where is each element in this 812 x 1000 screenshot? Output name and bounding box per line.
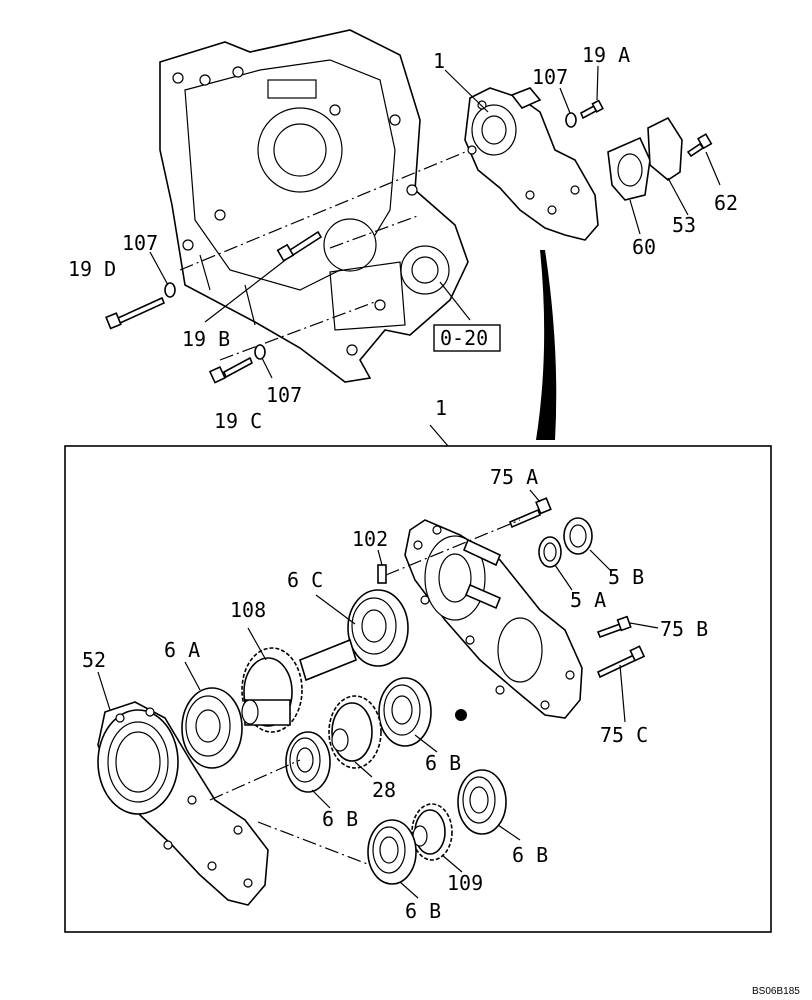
callout-62: 62 [714,191,738,215]
reference-box: 0-20 [433,324,501,352]
bearing-6b-lower [367,819,417,885]
callout-53: 53 [672,213,696,237]
pin-102 [377,564,387,584]
bearing-6c [347,589,409,667]
callout-6b-1: 6 B [425,751,461,775]
callout-107-left: 107 [122,231,158,255]
pump-body [404,519,583,719]
callout-6b-2: 6 B [322,807,358,831]
gear-108 [241,638,357,733]
gear-28 [328,695,382,769]
washer-107-left [164,282,176,298]
seal-5a [538,536,562,568]
bolt-19a [579,99,604,120]
callout-labels: 1 19 A 107 62 53 60 107 19 D 19 B 107 19… [68,43,738,923]
detail-pointer-arrow [536,250,557,440]
bearing-6a [181,687,243,769]
callout-75c: 75 C [600,723,648,747]
callout-109: 109 [447,871,483,895]
bearing-6b-left [285,731,331,793]
assembly-center-line [179,149,471,361]
detail-frame [64,445,772,933]
callout-52: 52 [82,648,106,672]
callout-19a: 19 A [582,43,630,67]
cover-53 [647,116,683,181]
bolt-62 [686,133,713,158]
callout-6b-3: 6 B [512,843,548,867]
callout-60: 60 [632,235,656,259]
leader-lines-detail [97,489,659,899]
oil-pump-assembly [464,87,599,241]
gasket-60 [607,136,651,201]
callout-19c: 19 C [214,409,262,433]
bearing-6b-upper [378,677,432,747]
gear-109 [411,803,453,861]
seal-5b [563,517,593,555]
dot-marker [455,709,467,721]
bolt-75a [508,497,552,529]
detail-center-lines [209,519,521,866]
callout-19b: 19 B [182,327,230,351]
callout-5b: 5 B [608,565,644,589]
callout-107-bottom: 107 [266,383,302,407]
bolt-19b [276,230,323,262]
washer-107-top [565,112,577,128]
bolt-75c [596,645,646,679]
callout-1-top: 1 [433,49,445,73]
leader-lines-upper [149,65,721,379]
callout-75b: 75 B [660,617,708,641]
bolt-75b [596,615,632,639]
callout-107-top: 107 [532,65,568,89]
callout-75a: 75 A [490,465,538,489]
gear-case-housing [159,29,469,383]
washer-107-bottom [254,344,266,360]
bolt-19c [208,356,254,384]
figure-code: BS06B185 [752,986,800,997]
cover-52 [97,701,269,906]
callout-6b-4: 6 B [405,899,441,923]
callout-6a: 6 A [164,638,200,662]
callout-6c: 6 C [287,568,323,592]
bearing-6b-right [457,769,507,835]
callout-19d: 19 D [68,257,116,281]
callout-102: 102 [352,527,388,551]
callout-1-detail: 1 [435,396,447,420]
callout-5a: 5 A [570,588,606,612]
bolt-19d [105,296,166,330]
callout-108: 108 [230,598,266,622]
callout-28: 28 [372,778,396,802]
reference-box-label: 0-20 [440,326,488,350]
